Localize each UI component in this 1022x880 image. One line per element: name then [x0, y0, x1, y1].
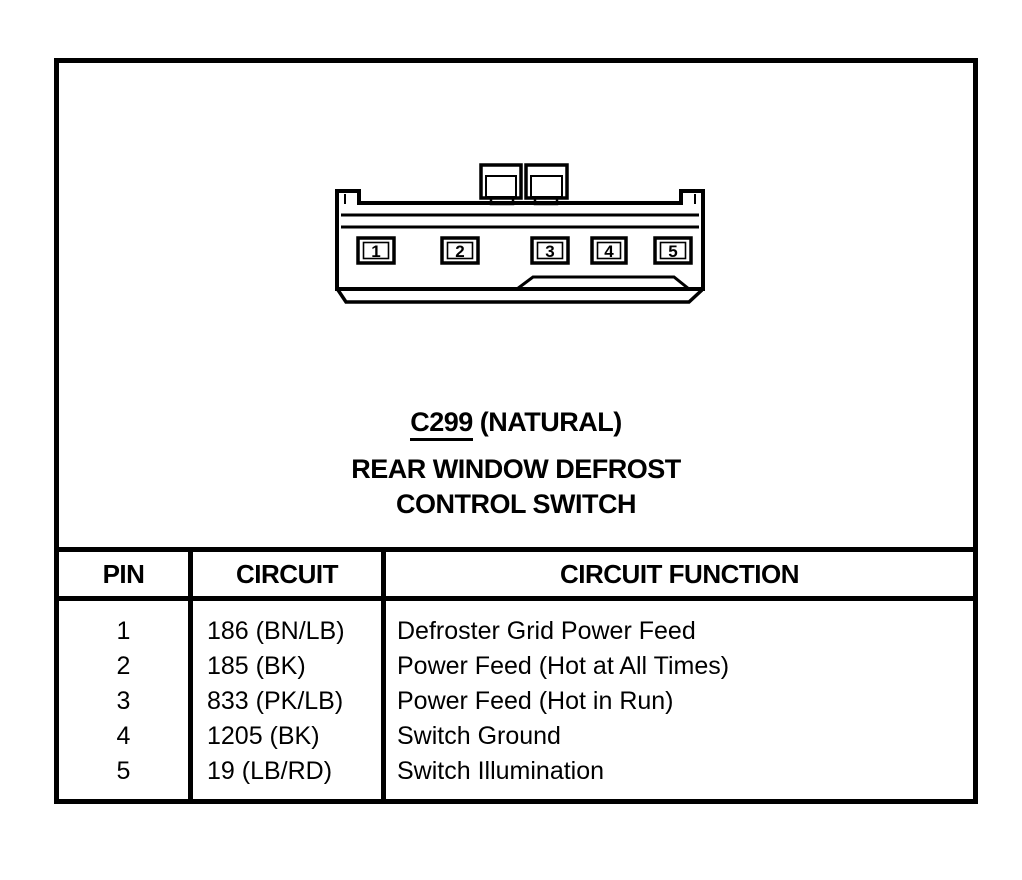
connector-name-line2: CONTROL SWITCH: [396, 489, 636, 519]
pinout-table: PIN CIRCUIT CIRCUIT FUNCTION 1 2 3 4 5 1…: [54, 547, 978, 804]
pin-number-5: 5: [668, 242, 677, 261]
circuit-cell: 186 (BN/LB): [207, 617, 345, 645]
function-cell: Defroster Grid Power Feed: [397, 617, 696, 645]
pin-cavity-1: 1: [356, 236, 396, 265]
pin-number-1: 1: [371, 242, 380, 261]
connector-tab-left-inner: [485, 175, 517, 198]
connector-drawing: 1 2 3 4 5: [335, 163, 705, 304]
connector-color-note: (NATURAL): [479, 407, 622, 437]
connector-body-outline: [335, 189, 705, 291]
pin-cell: 5: [116, 757, 131, 785]
circuit-column: 186 (BN/LB) 185 (BK) 833 (PK/LB) 1205 (B…: [193, 601, 386, 804]
connector-name-line1: REAR WINDOW DEFROST: [351, 454, 681, 484]
header-circuit: CIRCUIT: [193, 552, 386, 596]
pin-cell: 1: [116, 617, 131, 645]
connector-tab-right: [524, 163, 569, 200]
pin-cavity-5: 5: [653, 236, 693, 265]
circuit-cell: 833 (PK/LB): [207, 687, 344, 715]
circuit-cell: 1205 (BK): [207, 722, 320, 750]
pinout-table-body: 1 2 3 4 5 186 (BN/LB) 185 (BK) 833 (PK/L…: [59, 601, 973, 804]
connector-id: C299: [410, 407, 473, 441]
pin-cell: 3: [116, 687, 131, 715]
function-column: Defroster Grid Power Feed Power Feed (Ho…: [386, 601, 973, 804]
function-cell: Switch Illumination: [397, 757, 605, 785]
connector-key-notch: [516, 275, 690, 291]
pin-number-3: 3: [545, 242, 554, 261]
connector-id-line: C299 (NATURAL): [59, 407, 973, 441]
pin-cell: 2: [116, 652, 131, 680]
function-cell: Switch Ground: [397, 722, 561, 750]
function-cell: Power Feed (Hot at All Times): [397, 652, 730, 680]
circuit-cell: 19 (LB/RD): [207, 757, 333, 785]
connector-tab-left-leg: [489, 196, 515, 206]
circuit-cell: 185 (BK): [207, 652, 306, 680]
pin-column: 1 2 3 4 5: [59, 601, 193, 804]
pin-number-4: 4: [604, 242, 614, 261]
pin-cavity-3: 3: [530, 236, 570, 265]
pin-number-2: 2: [455, 242, 464, 261]
pinout-table-header-row: PIN CIRCUIT CIRCUIT FUNCTION: [59, 552, 973, 601]
connector-tab-right-inner: [530, 175, 563, 198]
diagram-frame: 1 2 3 4 5 C: [54, 58, 978, 804]
connector-name: REAR WINDOW DEFROST CONTROL SWITCH: [59, 452, 973, 522]
pin-cavity-2: 2: [440, 236, 480, 265]
header-pin: PIN: [59, 552, 193, 596]
pin-cell: 4: [116, 722, 131, 750]
connector-tab-right-leg: [533, 196, 559, 206]
function-cell: Power Feed (Hot in Run): [397, 687, 674, 715]
connector-bottom-lip: [336, 288, 704, 304]
header-circuit-function: CIRCUIT FUNCTION: [560, 558, 799, 589]
pin-cavity-4: 4: [590, 236, 628, 265]
